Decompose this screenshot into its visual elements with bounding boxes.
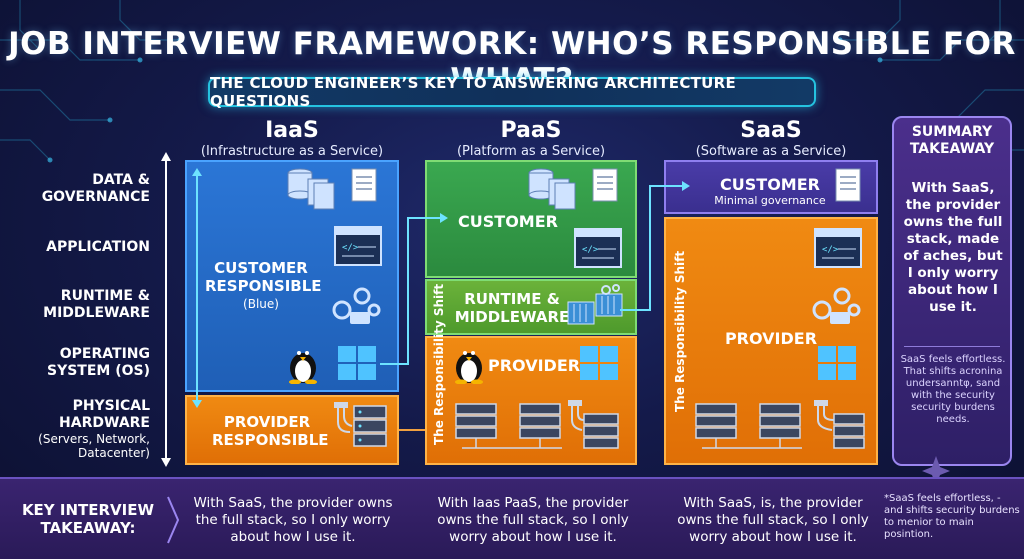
takeaway-paas: With Iaas PaaS, the provider owns the fu… (437, 495, 629, 545)
server-racks-icon (695, 400, 865, 449)
saas-name: SaaS (740, 118, 802, 143)
iaas-heading: IaaS (Infrastructure as a Service) (185, 118, 399, 159)
iaas-subtitle: (Infrastructure as a Service) (200, 144, 384, 159)
subtitle-text: THE CLOUD ENGINEER’S KEY TO ANSWERING AR… (210, 74, 737, 110)
layer-label-hardware: PHYSICAL HARDWARE (Servers, Network, Dat… (20, 398, 150, 460)
subtitle-banner: THE CLOUD ENGINEER’S KEY TO ANSWERING AR… (208, 74, 816, 110)
svg-text:</>: </> (582, 245, 599, 255)
iaas-name: IaaS (265, 118, 319, 143)
code-window-icon: </> (814, 228, 862, 268)
layer-axis-arrow (161, 152, 171, 467)
summary-divider (904, 346, 1000, 347)
iaas-customer-label: CUSTOMER RESPONSIBLE (205, 259, 322, 295)
windows-logo-icon (338, 346, 376, 380)
linux-penguin-icon (455, 351, 483, 384)
iaas-provider-label: PROVIDER RESPONSIBLE (212, 413, 329, 449)
layer-label-os: OPERATING SYSTEM (OS) (46, 346, 150, 379)
paas-subtitle: (Platform as a Service) (456, 144, 606, 159)
server-rack-icon (334, 402, 387, 447)
containers-icon (567, 284, 623, 325)
code-window-icon: </> (574, 228, 622, 268)
layer-label-application: APPLICATION (46, 239, 150, 255)
layer-label-hardware-detail: (Servers, Network, Datacenter) (38, 432, 150, 460)
linux-penguin-icon (289, 351, 317, 384)
gears-icon (332, 287, 381, 324)
key-takeaway-title: KEY INTERVIEW TAKEAWAY: (21, 501, 155, 537)
chevron-right-icon (167, 496, 180, 544)
takeaway-footnote: *SaaS feels effortless, - and shifts sec… (884, 493, 1020, 540)
server-racks-icon (455, 400, 619, 449)
document-icon (835, 168, 861, 202)
saas-provider-label: PROVIDER (724, 329, 818, 348)
windows-logo-icon (818, 346, 856, 380)
summary-note: SaaS feels effortless. That shifts acron… (900, 354, 1006, 425)
svg-text:</>: </> (822, 245, 839, 255)
summary-body: With SaaS, the provider owns the full st… (903, 180, 1003, 315)
iaas-customer-note: (Blue) (243, 297, 279, 311)
database-icon (528, 168, 618, 210)
saas-customer-label: CUSTOMER (720, 175, 820, 194)
layer-label-data: DATA & GOVERNANCE (41, 172, 150, 205)
paas-runtime-label: RUNTIME & MIDDLEWARE (454, 290, 570, 326)
iaas-shift-arrow (192, 168, 202, 408)
windows-logo-icon (580, 346, 618, 380)
paas-customer-label: CUSTOMER (458, 212, 558, 231)
key-takeaway-bar: KEY INTERVIEW TAKEAWAY: With SaaS, the p… (0, 477, 1024, 559)
takeaway-saas: With SaaS, is, the provider owns the ful… (677, 495, 869, 545)
summary-panel: SUMMARY TAKEAWAY With SaaS, the provider… (892, 116, 1012, 466)
code-window-icon: </> (334, 226, 382, 266)
paas-provider-label: PROVIDER (488, 356, 581, 375)
layer-label-runtime: RUNTIME & MIDDLEWARE (43, 288, 150, 321)
saas-heading: SaaS (Software as a Service) (664, 118, 878, 159)
layer-label-hardware-title: PHYSICAL HARDWARE (59, 398, 150, 431)
database-icon (287, 168, 377, 210)
paas-name: PaaS (500, 118, 562, 143)
saas-customer-note: Minimal governance (714, 194, 826, 207)
takeaway-iaas: With SaaS, the provider owns the full st… (193, 495, 393, 545)
sparkle-icon (922, 456, 950, 486)
summary-heading: SUMMARY TAKEAWAY (909, 124, 995, 157)
paas-heading: PaaS (Platform as a Service) (425, 118, 637, 159)
saas-subtitle: (Software as a Service) (695, 144, 847, 159)
gears-icon (812, 287, 861, 324)
svg-text:</>: </> (342, 243, 359, 253)
